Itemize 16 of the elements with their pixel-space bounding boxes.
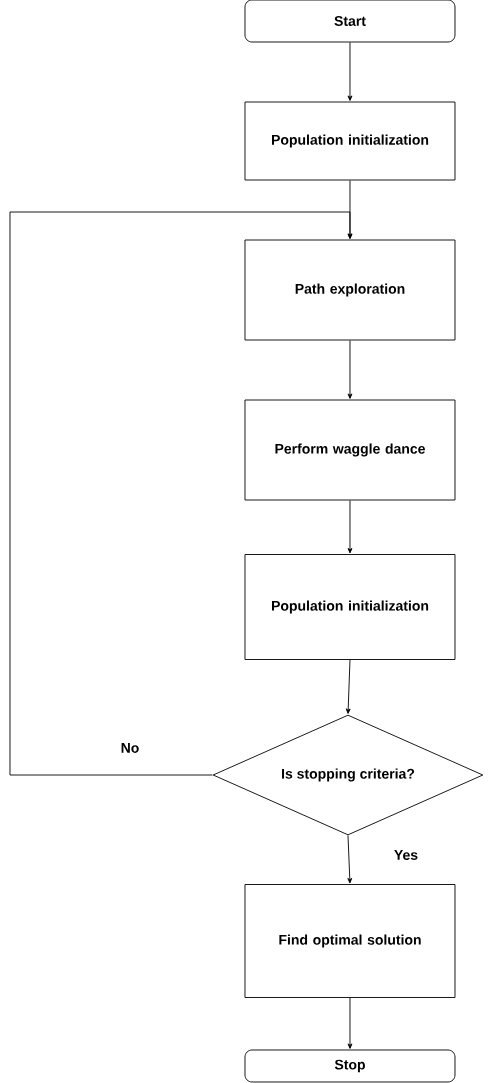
arrow <box>347 997 353 1049</box>
terminal-box: Start <box>244 0 456 43</box>
process-box: Find optimal solution <box>244 884 456 998</box>
terminal-box: Stop <box>244 1049 456 1083</box>
arrow <box>347 42 353 101</box>
arrow <box>9 211 353 776</box>
process-box: Path exploration <box>244 239 456 341</box>
arrow <box>345 659 351 714</box>
edge-label: Yes <box>394 850 418 860</box>
process-box: Population initialization <box>244 101 456 181</box>
arrow <box>347 340 353 399</box>
arrow <box>347 500 353 554</box>
process-box: Population initialization <box>244 554 456 660</box>
edge-label: No <box>121 743 139 753</box>
process-box: Perform waggle dance <box>244 399 456 501</box>
arrow <box>347 835 353 884</box>
